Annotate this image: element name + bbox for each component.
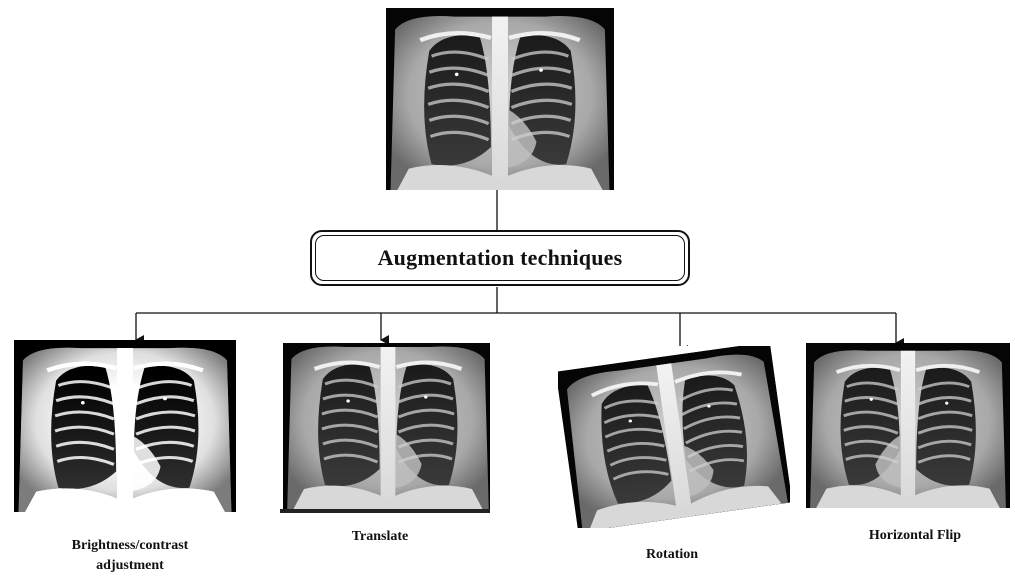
brightness-contrast-xray-image (14, 340, 236, 512)
caption-rotation: Rotation (612, 545, 732, 565)
chest-xray-icon (386, 8, 614, 190)
chest-xray-icon (283, 343, 490, 509)
caption-brightness-contrast: Brightness/contrast adjustment (40, 536, 220, 576)
diagram-title: Augmentation techniques (378, 245, 623, 271)
chest-xray-icon (558, 346, 790, 528)
horizontal-flip-xray-image (806, 343, 1010, 508)
translate-border-strip (280, 509, 490, 513)
translate-xray-image (280, 343, 490, 513)
augmentation-techniques-box: Augmentation techniques (310, 230, 690, 286)
source-xray-image (386, 8, 614, 190)
chest-xray-icon (806, 343, 1010, 508)
rotation-xray-image (558, 346, 790, 528)
chest-xray-icon (14, 340, 236, 512)
caption-horizontal-flip: Horizontal Flip (840, 526, 990, 546)
caption-translate: Translate (320, 527, 440, 547)
